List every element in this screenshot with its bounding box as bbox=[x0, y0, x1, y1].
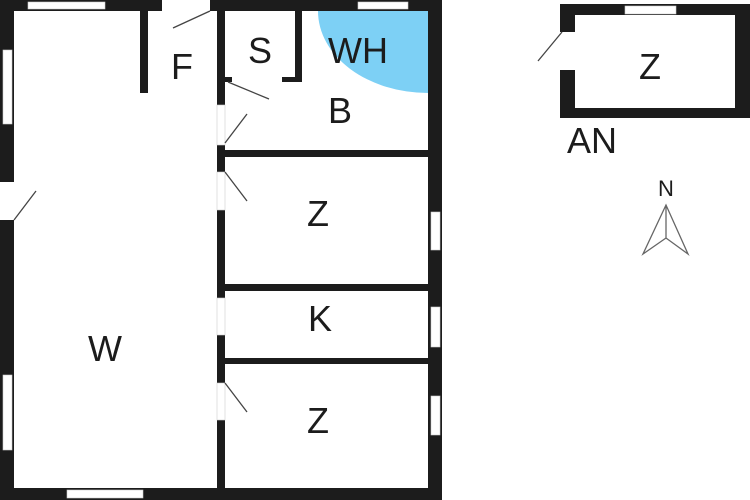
room-label-wh: WH bbox=[328, 30, 388, 71]
annex-label: AN bbox=[567, 120, 617, 161]
room-label-z-1: Z bbox=[307, 193, 329, 234]
north-label: N bbox=[658, 176, 674, 201]
north-arrow-icon: N bbox=[641, 176, 690, 256]
room-label-w: W bbox=[88, 328, 122, 369]
windows bbox=[2, 1, 441, 499]
room-label-annex-z: Z bbox=[639, 46, 661, 87]
room-label-k: K bbox=[308, 298, 332, 339]
doors bbox=[0, 0, 270, 421]
room-label-f: F bbox=[171, 46, 193, 87]
annex-walls bbox=[537, 4, 750, 118]
room-label-s: S bbox=[248, 30, 272, 71]
shower-area bbox=[318, 11, 428, 93]
room-label-z-2: Z bbox=[307, 400, 329, 441]
room-label-b: B bbox=[328, 90, 352, 131]
